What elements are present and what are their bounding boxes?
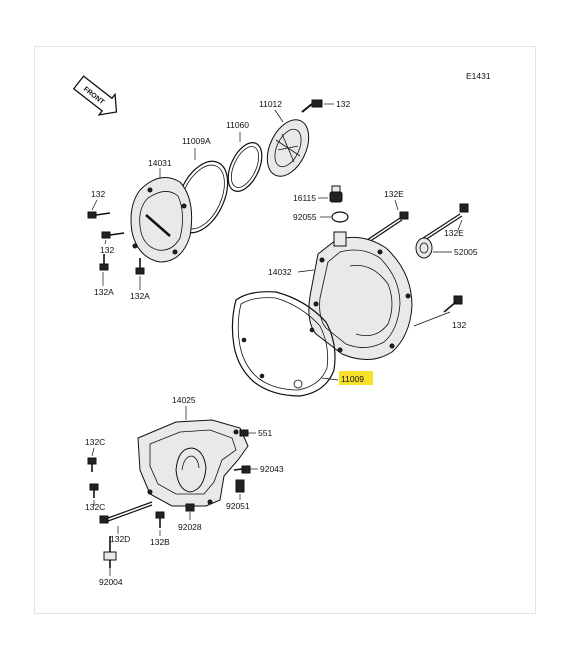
- label-11060: 11060: [226, 120, 249, 130]
- part-92028: [185, 503, 195, 512]
- label-132-leftb: 132: [100, 245, 114, 255]
- label-14032: 14032: [268, 267, 292, 277]
- bolt-132-left: [87, 211, 145, 275]
- label-11009: 11009: [341, 374, 364, 384]
- label-132C-a: 132C: [85, 437, 105, 447]
- part-92051: [235, 479, 245, 493]
- part-551: [239, 429, 249, 437]
- label-11009A: 11009A: [182, 136, 211, 146]
- label-92055: 92055: [293, 212, 317, 222]
- highlight-11009: [339, 371, 373, 385]
- front-direction-arrow: FRONT: [72, 75, 118, 116]
- label-132-left: 132: [91, 189, 105, 199]
- label-92051: 92051: [226, 501, 250, 511]
- label-132A-b: 132A: [130, 291, 150, 301]
- label-132E-a: 132E: [384, 189, 404, 199]
- label-132D: 132D: [110, 534, 130, 544]
- label-92004: 92004: [99, 577, 123, 587]
- label-16115: 16115: [293, 193, 316, 203]
- label-132E-b: 132E: [444, 228, 464, 238]
- label-551: 551: [258, 428, 272, 438]
- label-132A-a: 132A: [94, 287, 114, 297]
- cover-14032: [308, 231, 413, 360]
- label-92028: 92028: [178, 522, 202, 532]
- bolt-132-top: [301, 99, 323, 113]
- label-132-top: 132: [336, 99, 350, 109]
- o-ring-92055: [331, 211, 349, 223]
- label-132-right: 132: [452, 320, 466, 330]
- o-ring-11060: [227, 142, 263, 192]
- bolt-132-right: [443, 295, 463, 313]
- label-92043: 92043: [260, 464, 284, 474]
- stud-92004: [103, 536, 117, 568]
- cover-14025: [137, 419, 249, 507]
- diagram-code: E1431: [466, 71, 491, 81]
- bolt-132C: [87, 457, 99, 498]
- label-14025: 14025: [172, 395, 196, 405]
- cover-14031: [130, 177, 193, 263]
- part-92043: [233, 465, 251, 474]
- seal-52005: [415, 237, 433, 259]
- label-52005: 52005: [454, 247, 478, 257]
- plug-16115: [329, 185, 343, 203]
- label-11012: 11012: [259, 99, 282, 109]
- label-132C-b: 132C: [85, 502, 105, 512]
- label-14031: 14031: [148, 158, 172, 168]
- gasket-11009: [231, 291, 336, 397]
- bolt-132D: [99, 501, 153, 524]
- label-132B: 132B: [150, 537, 170, 547]
- cover-11012: [266, 119, 310, 177]
- bolt-132B: [155, 511, 165, 528]
